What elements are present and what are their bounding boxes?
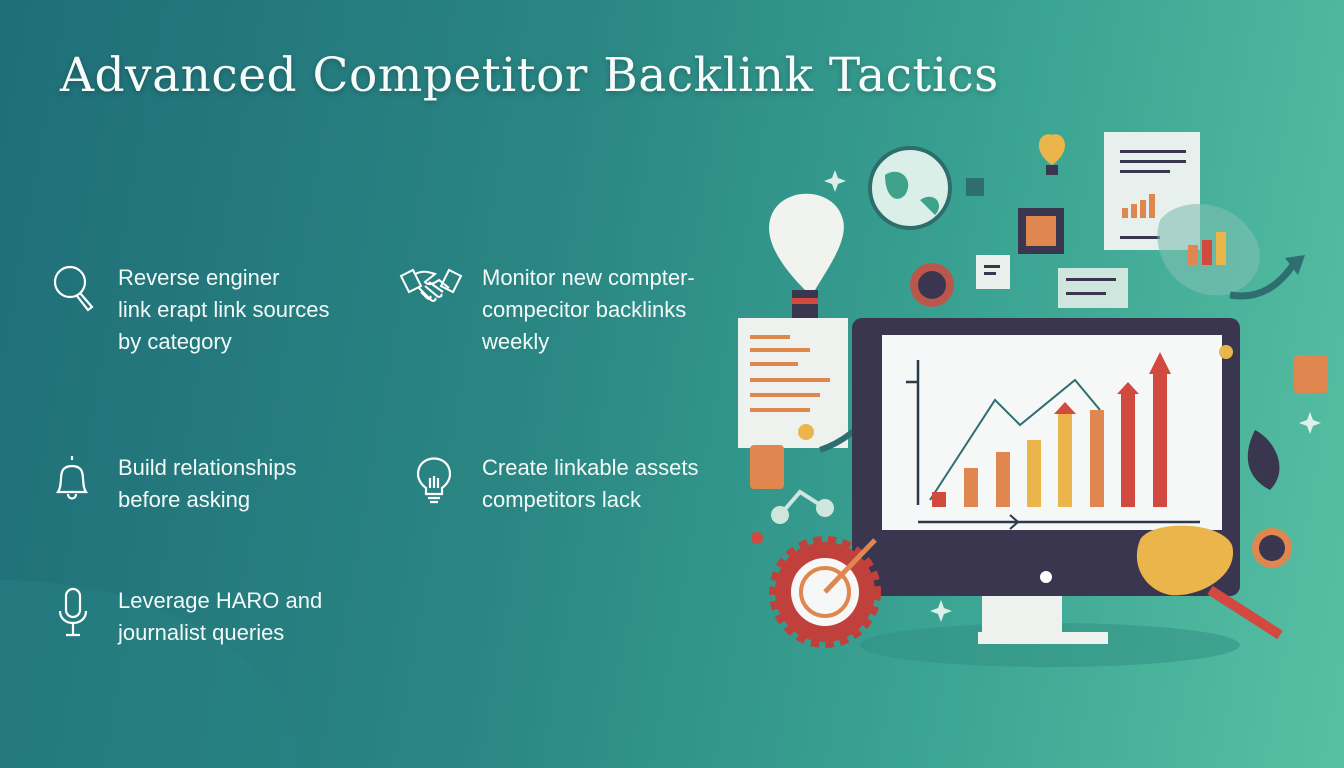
- tactic-text: Monitor new compter- compecitor backlink…: [482, 265, 695, 354]
- microphone-icon: [58, 587, 88, 637]
- handshake-icon: [399, 268, 463, 302]
- tactic-text: Create linkable assets competitors lack: [482, 455, 699, 512]
- tactic-reverse-engineer: Reverse enginer link erapt link sources …: [48, 262, 330, 358]
- seo-analytics-illustration: [738, 132, 1328, 667]
- monitor-illustration: [852, 318, 1240, 644]
- tactic-linkable-assets: Create linkable assets competitors lack: [408, 452, 698, 516]
- tactic-text: Reverse enginer link erapt link sources …: [118, 265, 330, 354]
- bar-marks: [932, 352, 1171, 507]
- tactic-text: Leverage HARO and journalist queries: [118, 588, 323, 645]
- bell-icon: [55, 456, 89, 500]
- tactic-monitor: Monitor new compter- compecitor backlink…: [398, 262, 695, 358]
- tactic-text: Build relationships before asking: [118, 455, 297, 512]
- tactic-haro: Leverage HARO and journalist queries: [48, 585, 322, 649]
- lightbulb-illustration: [769, 193, 844, 320]
- page-title: Advanced Competitor Backlink Tactics: [60, 48, 999, 103]
- lightbulb-icon: [416, 457, 452, 504]
- magnifier-icon: [53, 265, 94, 312]
- globe-icon: [868, 146, 952, 230]
- tactic-relationships: Build relationships before asking: [48, 452, 297, 516]
